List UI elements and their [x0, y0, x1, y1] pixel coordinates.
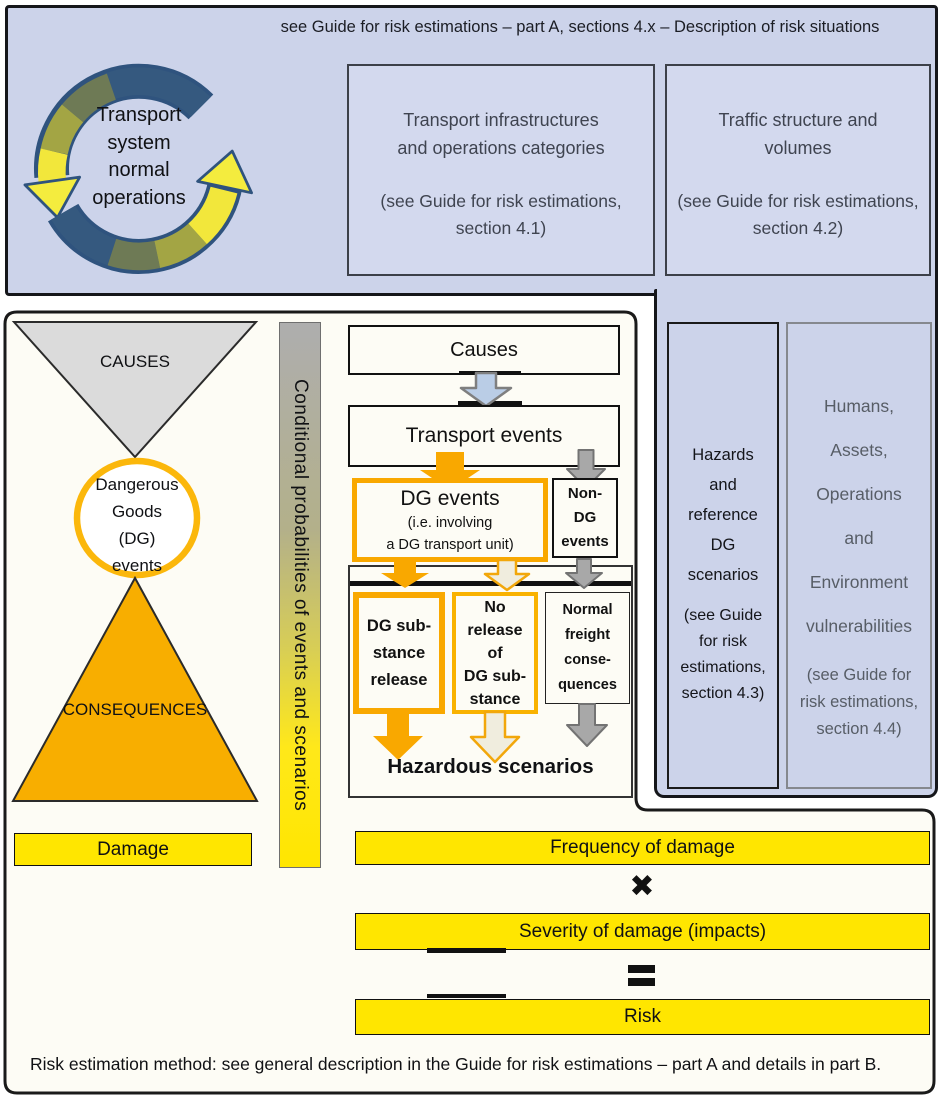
- orange-down-arrow-icon-1: [420, 452, 480, 490]
- orange-down-arrow-icon-2: [381, 561, 429, 588]
- transport-events-box: Transport events: [348, 405, 620, 467]
- dg-events-circle-label: Dangerous Goods (DG) events: [95, 475, 179, 575]
- probability-bar-label: Conditional probabilities of events and …: [290, 378, 311, 812]
- damage-label: Damage: [97, 838, 169, 860]
- frequency-label: Frequency of damage: [550, 837, 735, 858]
- hazardous-scenarios-label: Hazardous scenarios: [387, 755, 594, 778]
- dg-events-sub: (i.e. involving a DG transport unit): [386, 515, 514, 553]
- severity-bar: Severity of damage (impacts): [355, 913, 930, 950]
- footer-note: Risk estimation method: see general desc…: [30, 1054, 882, 1074]
- panel-title: see Guide for risk estimations – part A,…: [280, 18, 880, 36]
- vulnerabilities-ref: (see Guide for risk estimations, section…: [799, 666, 919, 738]
- risk-label: Risk: [624, 1006, 661, 1027]
- frequency-bar: Frequency of damage: [355, 831, 930, 865]
- vulnerabilities-box: Humans, Assets, Operations and Environme…: [786, 322, 932, 789]
- infrastructures-ref: (see Guide for risk estimations, section…: [380, 191, 622, 238]
- gray-down-arrow-icon-3: [566, 703, 608, 747]
- vulnerabilities-title: Humans, Assets, Operations and Environme…: [805, 396, 913, 636]
- consequences-triangle: [11, 575, 259, 802]
- connector-mark-1: [427, 948, 506, 953]
- damage-bar: Damage: [14, 833, 252, 866]
- traffic-title: Traffic structure and volumes: [718, 110, 878, 158]
- dg-release-box: DG sub- stance release: [353, 592, 445, 714]
- risk-bar: Risk: [355, 999, 930, 1035]
- causes-box: Causes: [348, 325, 620, 375]
- causes-triangle: [11, 321, 259, 459]
- non-dg-events-box: Non- DG events: [552, 478, 618, 558]
- dg-events-title: DG events: [400, 487, 500, 510]
- cycle-arrows-icon: [23, 63, 253, 274]
- gray-down-arrow-icon-2: [565, 558, 603, 589]
- cream-down-arrow-icon-1: [483, 558, 531, 592]
- reference-panel: [654, 289, 938, 798]
- no-release-box: No release of DG sub- stance: [452, 592, 538, 714]
- causes-funnel-label: CAUSES: [100, 352, 170, 371]
- consequences-label: CONSEQUENCES: [62, 700, 208, 719]
- orange-down-arrow-icon-3: [373, 713, 423, 760]
- transport-events-label: Transport events: [405, 424, 563, 447]
- blue-down-arrow-icon: [459, 371, 513, 408]
- severity-label: Severity of damage (impacts): [518, 920, 767, 942]
- normal-freight-box: Normal freight conse- quences: [545, 592, 630, 704]
- cream-down-arrow-icon-2: [469, 710, 521, 764]
- infrastructures-title: Transport infrastructures and operations…: [397, 110, 605, 158]
- hazards-title: Hazards and reference DG scenarios: [687, 446, 759, 584]
- hazards-ref: (see Guide for risk estimations, section…: [680, 607, 766, 702]
- causes-box-label: Causes: [450, 338, 518, 361]
- hazards-scenarios-box: Hazards and reference DG scenarios (see …: [667, 322, 779, 789]
- multiply-icon: ✖: [629, 870, 655, 903]
- scenario-divider-line: [350, 581, 631, 586]
- equals-icon: [628, 965, 655, 986]
- hazardous-scenarios-container: [348, 565, 633, 798]
- traffic-box: Traffic structure and volumes (see Guide…: [665, 64, 931, 276]
- dg-events-box: DG events (i.e. involving a DG transport…: [352, 478, 548, 562]
- connector-mark-2: [427, 994, 506, 998]
- dg-events-circle: [73, 457, 201, 579]
- infrastructures-box: Transport infrastructures and operations…: [347, 64, 655, 276]
- cycle-label: Transport system normal operations: [92, 104, 186, 209]
- probability-bar: Conditional probabilities of events and …: [279, 322, 321, 868]
- traffic-ref: (see Guide for risk estimations, section…: [677, 191, 919, 238]
